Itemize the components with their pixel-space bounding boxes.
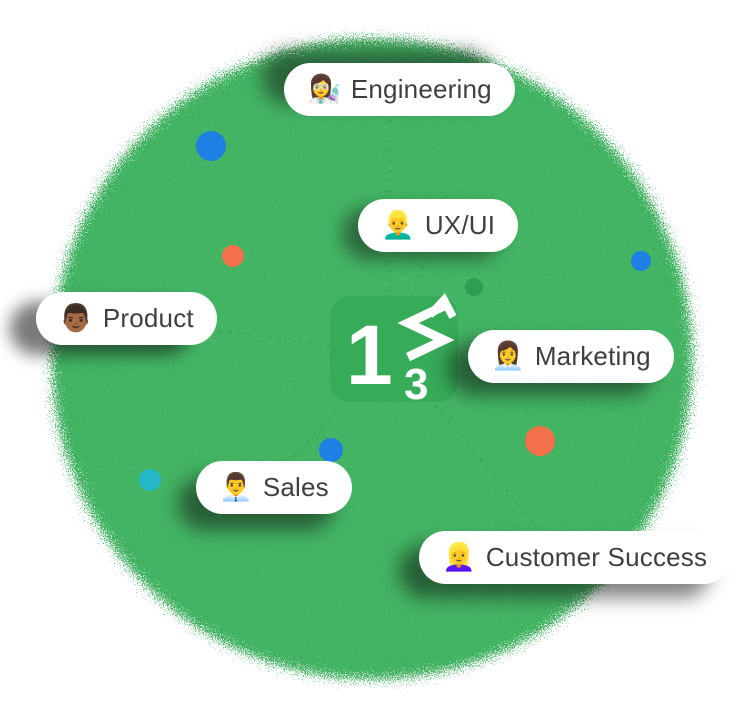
ranking-icon-tile: 1 3	[330, 293, 458, 409]
dot-orange-left	[222, 245, 244, 267]
dept-label-sales: Sales	[262, 472, 329, 502]
dept-pill-ux-ui: 👱‍♂️ UX/UI	[358, 199, 519, 252]
support-person-emoji-icon: 👱‍♀️	[442, 542, 476, 572]
dot-blue-top	[196, 131, 226, 161]
salesperson-emoji-icon: 👨‍💼	[219, 472, 253, 502]
engineer-emoji-icon: 👩‍🔬	[307, 74, 341, 104]
dot-green-center	[465, 278, 483, 296]
dot-orange-bottom	[525, 426, 555, 456]
dept-label-ux-ui: UX/UI	[424, 210, 496, 240]
rank-start-label: 1	[346, 308, 393, 402]
dept-label-marketing: Marketing	[534, 341, 651, 371]
rank-end-label: 3	[404, 360, 428, 409]
marketer-emoji-icon: 👩‍💼	[491, 341, 525, 371]
dot-teal-bottom-left	[139, 469, 161, 491]
dept-pill-marketing: 👩‍💼 Marketing	[468, 330, 674, 383]
dept-pill-product: 👨🏾 Product	[36, 292, 217, 345]
dept-label-customer-success: Customer Success	[485, 542, 708, 572]
zigzag-arrow-icon	[397, 293, 457, 362]
dept-label-product: Product	[102, 303, 194, 333]
accent-dots	[139, 131, 651, 491]
dept-pill-engineering: 👩‍🔬 Engineering	[284, 63, 515, 116]
dept-pill-sales: 👨‍💼 Sales	[196, 461, 352, 514]
product-person-emoji-icon: 👨🏾	[59, 303, 93, 333]
dept-pill-customer-success: 👱‍♀️ Customer Success	[419, 531, 731, 584]
dot-blue-middle	[319, 438, 343, 462]
dot-blue-right	[631, 251, 651, 271]
dept-label-engineering: Engineering	[350, 74, 492, 104]
designer-emoji-icon: 👱‍♂️	[381, 210, 415, 240]
